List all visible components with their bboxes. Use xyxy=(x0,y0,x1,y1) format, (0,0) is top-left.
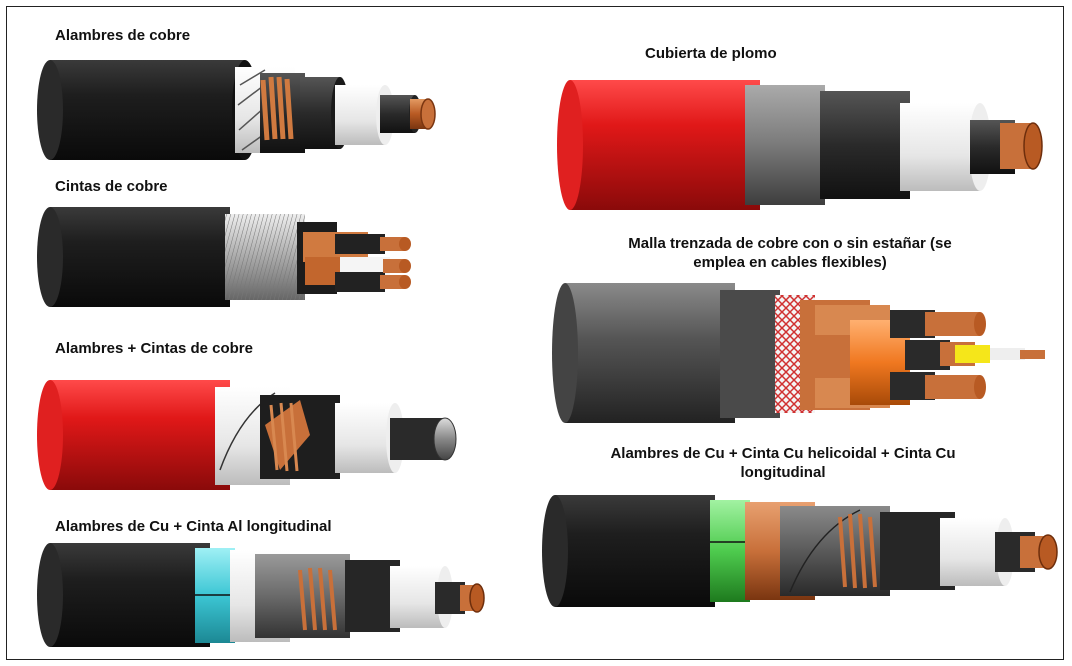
label-cintas-de-cobre: Cintas de cobre xyxy=(55,178,168,195)
label-malla-trenzada-line1: Malla trenzada de cobre con o sin estaña… xyxy=(628,235,952,252)
cable-cubierta-de-plomo xyxy=(557,80,1043,210)
label-alambres-helicoidal-line1: Alambres de Cu + Cinta Cu helicoidal + C… xyxy=(610,445,956,462)
cable-malla-trenzada xyxy=(552,283,1045,423)
label-alambres-cintas-de-cobre: Alambres + Cintas de cobre xyxy=(55,340,253,357)
label-malla-trenzada-line2: emplea en cables flexibles) xyxy=(693,254,887,271)
label-alambres-helicoidal-line2: longitudinal xyxy=(740,464,826,481)
label-alambres-de-cobre: Alambres de cobre xyxy=(55,27,191,44)
label-malla-trenzada: Malla trenzada de cobre con o sin estaña… xyxy=(555,234,1025,272)
label-cubierta-de-plomo: Cubierta de plomo xyxy=(645,45,777,62)
label-alambres-helicoidal: Alambres de Cu + Cinta Cu helicoidal + C… xyxy=(548,444,1018,482)
cable-alambres-cintas-de-cobre xyxy=(37,380,457,490)
label-alambres-cu-cinta-al: Alambres de Cu + Cinta Al longitudinal xyxy=(55,518,332,535)
cable-alambres-helicoidal xyxy=(542,495,1058,607)
copper-wire-strands xyxy=(260,76,294,141)
figure-frame xyxy=(6,6,1064,660)
cable-alambres-de-cobre xyxy=(37,60,436,160)
cable-alambres-cu-cinta-al xyxy=(37,543,485,647)
cable-cintas-de-cobre xyxy=(37,207,411,307)
